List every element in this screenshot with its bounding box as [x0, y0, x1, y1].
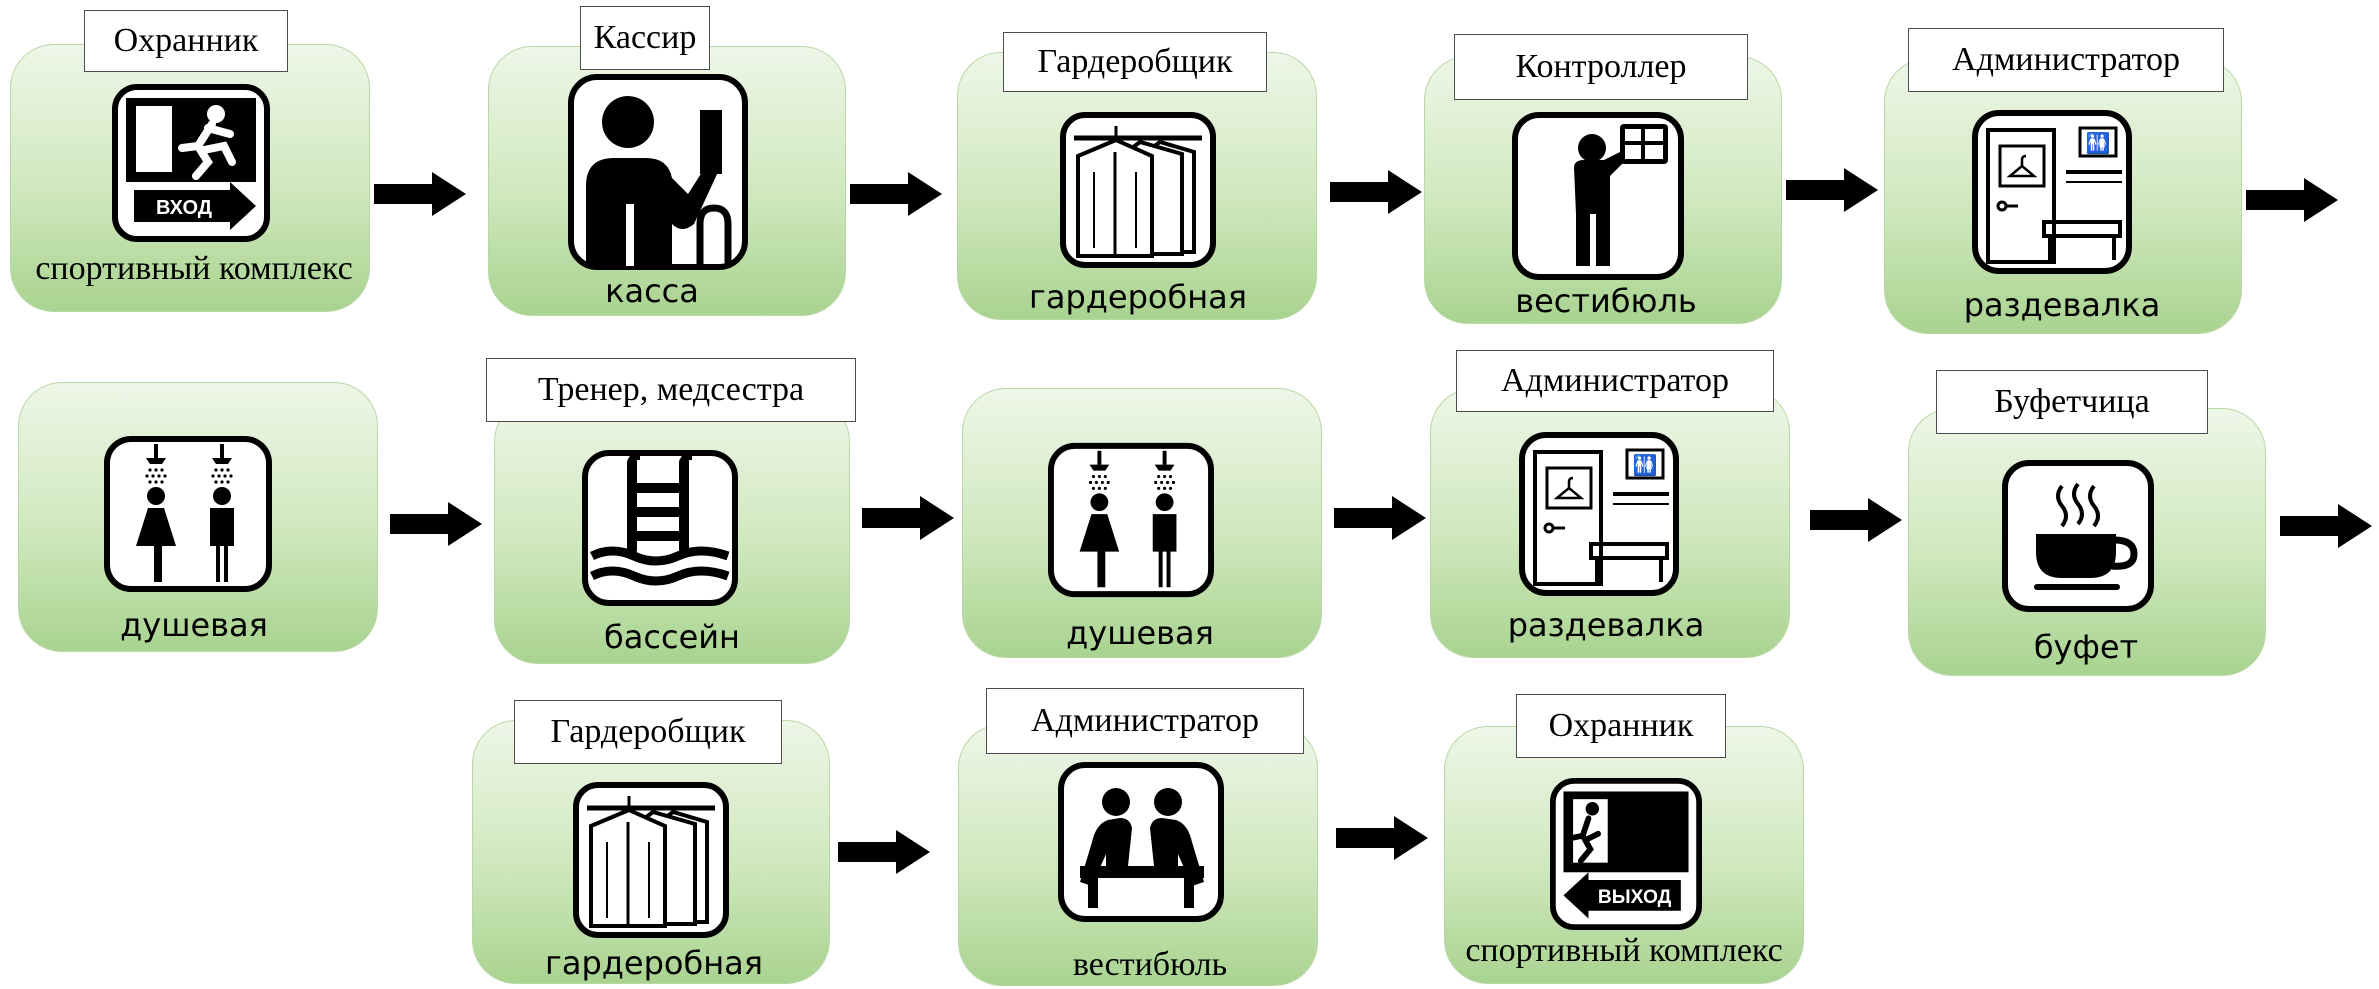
- coffee-cup-icon: [2002, 460, 2154, 612]
- role-label: Администратор: [986, 688, 1304, 754]
- role-label: Кассир: [580, 6, 710, 70]
- place-label: гардеробная: [1029, 278, 1247, 316]
- role-label: Администратор: [1456, 350, 1774, 412]
- entry-sign-text: ВХОД: [156, 197, 212, 219]
- role-label: Администратор: [1908, 28, 2224, 92]
- place-label: спортивный комплекс: [35, 250, 353, 287]
- place-label: бассейн: [604, 618, 740, 656]
- place-label: вестибюль: [1072, 946, 1228, 983]
- shower-icon: [1048, 442, 1214, 598]
- svg-text:🚻: 🚻: [1633, 453, 1658, 477]
- place-label: раздевалка: [1507, 606, 1705, 644]
- arrow-icon: [838, 830, 930, 874]
- waiting-room-icon: [1058, 762, 1224, 922]
- pool-icon: [582, 450, 738, 606]
- locker-room-icon: 🚻: [1519, 432, 1679, 596]
- exit-icon: ВЫХОД: [1550, 778, 1702, 930]
- arrow-icon: [1330, 170, 1422, 214]
- wardrobe-icon: [573, 782, 729, 938]
- role-label: Охранник: [84, 10, 288, 72]
- role-label: Тренер, медсестра: [486, 358, 856, 422]
- cashier-icon: [568, 74, 748, 270]
- arrow-icon: [390, 502, 482, 546]
- place-label: душевая: [120, 606, 268, 644]
- arrow-icon: [374, 172, 466, 216]
- arrow-icon: [862, 496, 954, 540]
- arrow-icon: [850, 172, 942, 216]
- role-label: Гардеробщик: [514, 700, 782, 764]
- svg-text:🚻: 🚻: [2086, 131, 2111, 155]
- ticket-control-icon: [1512, 112, 1684, 280]
- locker-room-icon: 🚻: [1972, 110, 2132, 274]
- role-label: Гардеробщик: [1003, 32, 1267, 92]
- place-label: раздевалка: [1963, 286, 2161, 324]
- place-label: буфет: [2033, 628, 2139, 666]
- exit-sign-text: ВЫХОД: [1598, 887, 1672, 908]
- place-label: душевая: [1066, 614, 1214, 652]
- arrow-icon: [1810, 498, 1902, 542]
- arrow-icon: [1336, 816, 1428, 860]
- arrow-icon: [1786, 168, 1878, 212]
- arrow-icon: [2246, 178, 2338, 222]
- place-label: спортивный комплекс: [1465, 932, 1783, 969]
- arrow-icon: [1334, 496, 1426, 540]
- entrance-exit-icon: ВХОД: [112, 84, 270, 242]
- wardrobe-icon: [1060, 112, 1216, 268]
- place-label: вестибюль: [1515, 282, 1697, 320]
- role-label: Охранник: [1516, 694, 1726, 758]
- role-label: Буфетчица: [1936, 370, 2208, 434]
- place-label: гардеробная: [545, 944, 763, 982]
- shower-icon: [104, 436, 272, 592]
- arrow-icon: [2280, 504, 2372, 548]
- role-label: Контроллер: [1454, 34, 1748, 100]
- place-label: касса: [605, 272, 699, 310]
